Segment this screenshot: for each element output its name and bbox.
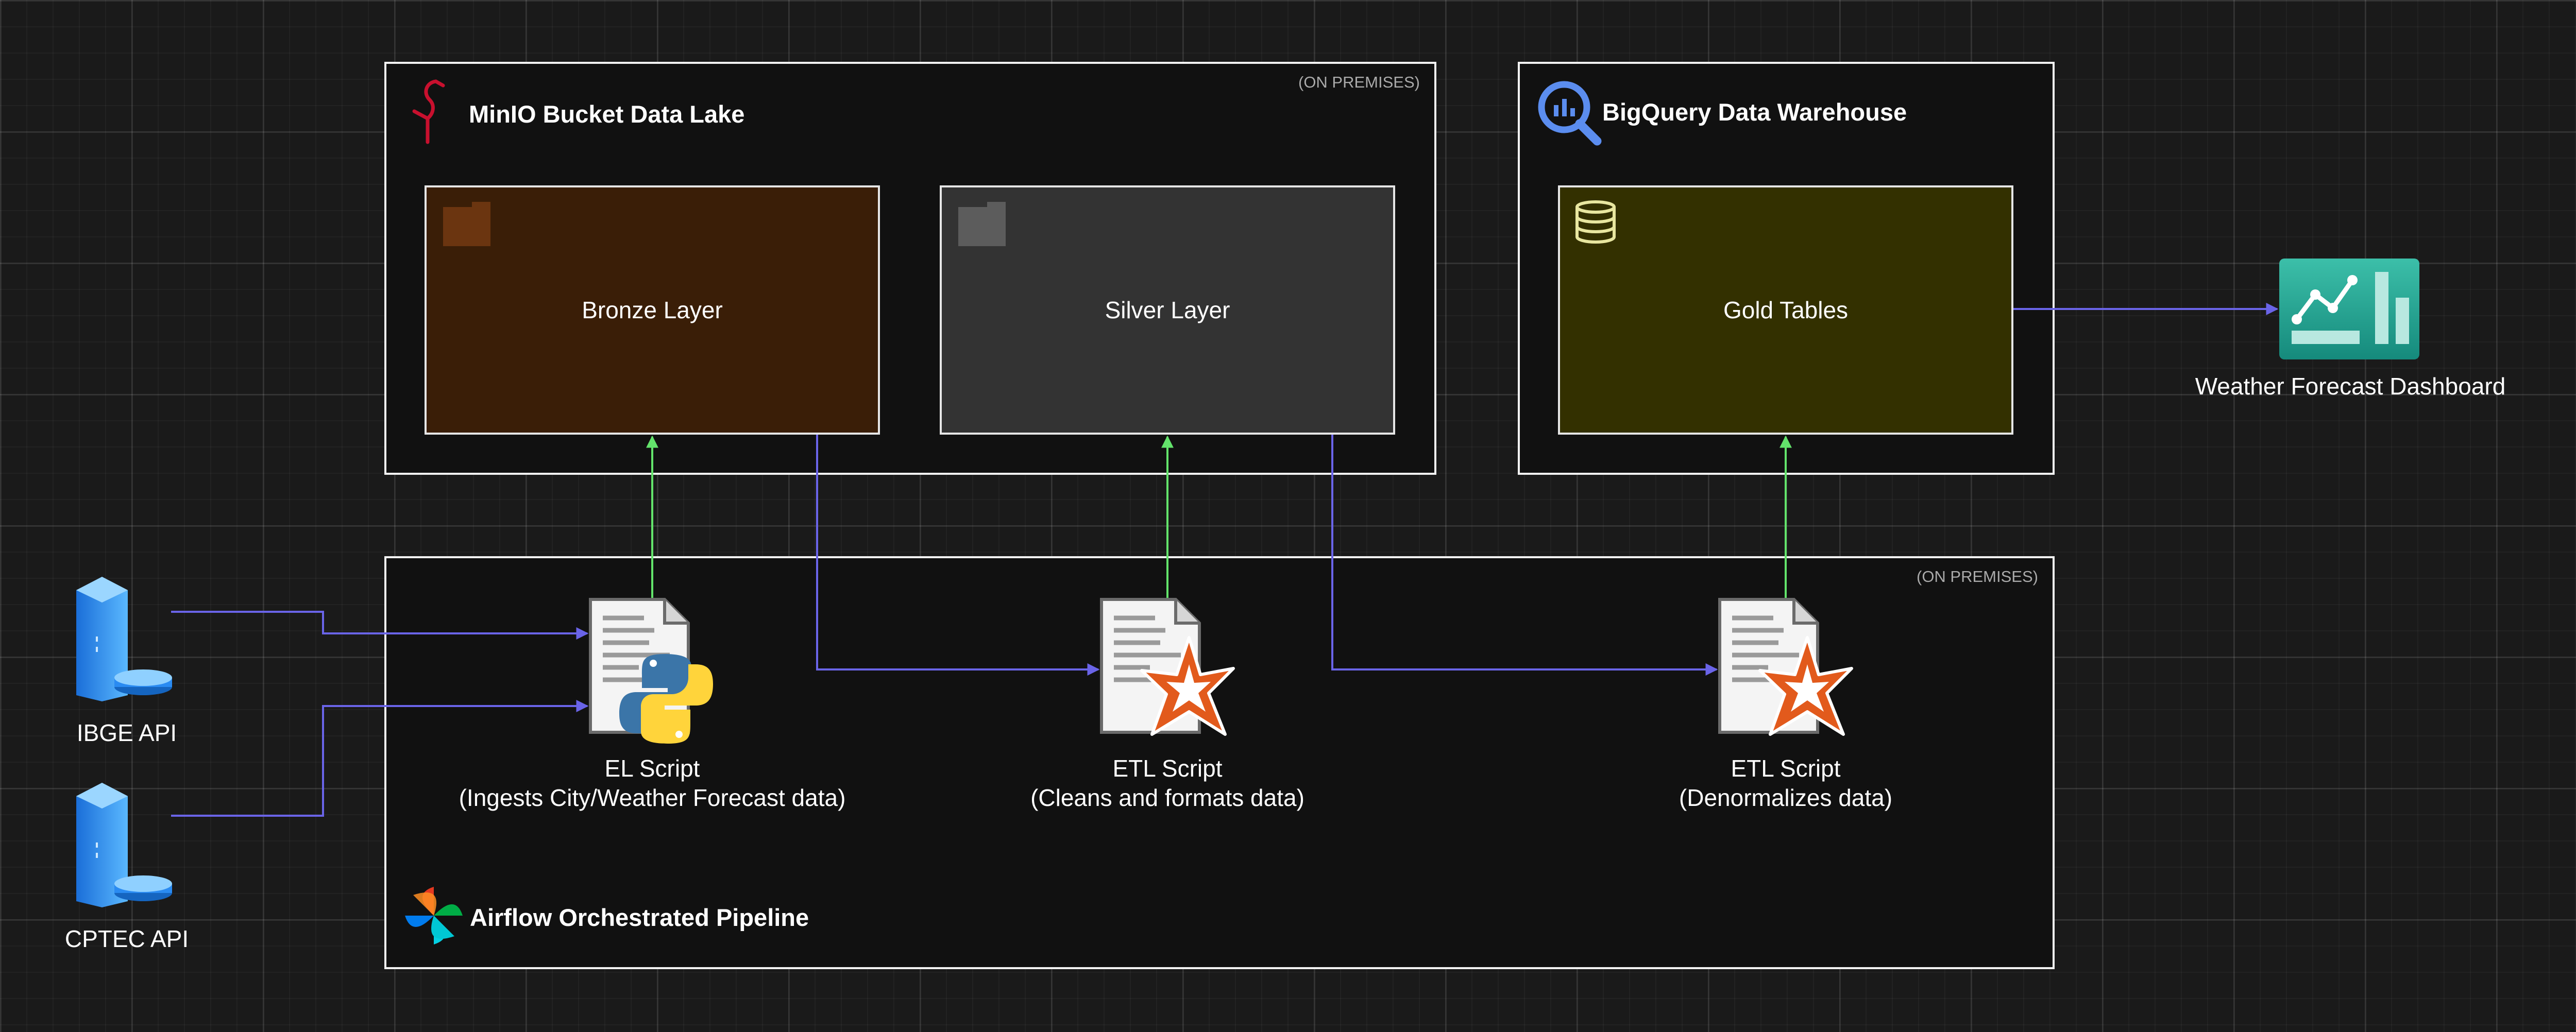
dashboard-label: Weather Forecast Dashboard [2195, 373, 2506, 400]
cptec-server-icon[interactable] [71, 781, 174, 909]
ibge-server-icon[interactable] [71, 575, 174, 703]
etl-denorm-name: ETL Script [1731, 755, 1841, 782]
python-script-icon[interactable] [587, 597, 716, 747]
silver-layer-label: Silver Layer [1105, 297, 1230, 323]
gold-tables[interactable]: Gold Tables [1558, 185, 2013, 435]
el-script-caption: EL Script (Ingests City/Weather Forecast… [459, 754, 846, 813]
pipeline-title: Airflow Orchestrated Pipeline [470, 904, 809, 931]
minio-flamingo-icon [412, 79, 445, 144]
spark-script-icon[interactable] [1717, 597, 1856, 747]
bigquery-icon [1538, 81, 1602, 146]
airflow-pinwheel-icon [405, 887, 463, 944]
bronze-to-etl-arrow [816, 435, 1100, 676]
etl-clean-name: ETL Script [1112, 755, 1223, 782]
etl-clean-description: (Cleans and formats data) [1030, 784, 1304, 811]
database-icon [1575, 200, 1616, 244]
bigquery-title: BigQuery Data Warehouse [1602, 98, 1907, 126]
cptec-to-el-arrow [171, 700, 589, 817]
dashboard-chart-icon[interactable] [2279, 259, 2419, 359]
spark-script-icon[interactable] [1098, 597, 1238, 747]
minio-title: MinIO Bucket Data Lake [469, 100, 745, 128]
folder-icon [958, 202, 1006, 246]
ibge-api-label: IBGE API [76, 719, 177, 746]
el-script-name: EL Script [604, 755, 700, 782]
etl-denorm-description: (Denormalizes data) [1679, 784, 1893, 811]
el-script-description: (Ingests City/Weather Forecast data) [459, 784, 846, 811]
pipeline-on-premises-note: (ON PREMISES) [1917, 567, 2038, 586]
ibge-to-el-arrow [171, 611, 589, 640]
etl-clean-caption: ETL Script (Cleans and formats data) [1030, 754, 1304, 813]
bronze-layer-label: Bronze Layer [582, 297, 723, 323]
gold-tables-label: Gold Tables [1723, 297, 1849, 323]
bronze-layer[interactable]: Bronze Layer [425, 185, 880, 435]
silver-layer[interactable]: Silver Layer [940, 185, 1395, 435]
folder-icon [443, 202, 490, 246]
etl-denorm-caption: ETL Script (Denormalizes data) [1679, 754, 1892, 813]
minio-on-premises-note: (ON PREMISES) [1298, 73, 1420, 91]
silver-to-etl-arrow [1331, 435, 1718, 676]
cptec-api-label: CPTEC API [64, 925, 189, 952]
